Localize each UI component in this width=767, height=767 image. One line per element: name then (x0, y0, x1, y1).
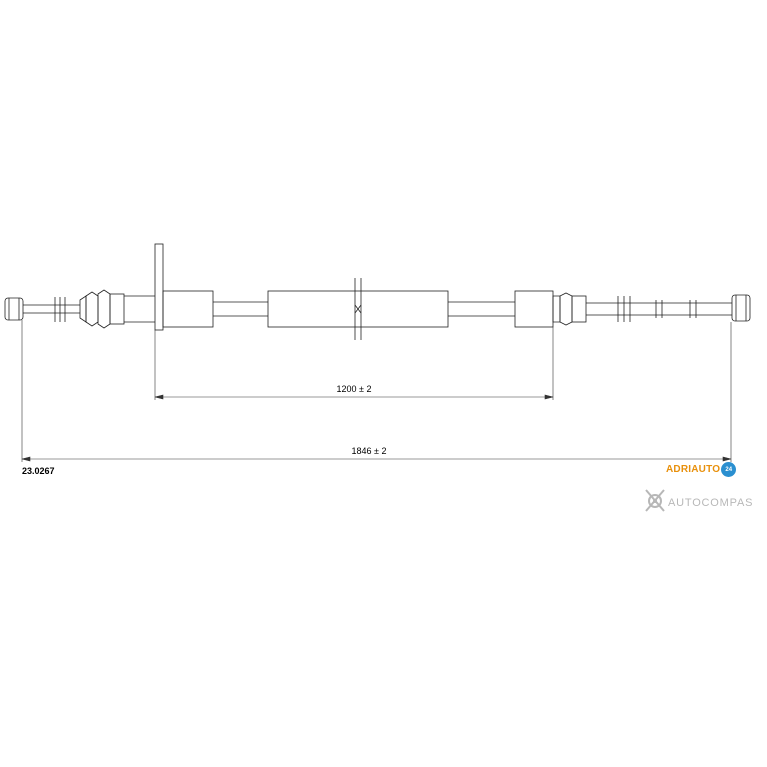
extension-lines (21, 320, 732, 462)
overall-dimension-label: 1846 ± 2 (352, 446, 387, 456)
part-number: 23.0267 (22, 466, 55, 476)
inner-dimension-line (154, 394, 554, 400)
left-end-fitting (4, 297, 24, 321)
left-sheath-end (162, 290, 214, 328)
brand-badge: 24 (721, 462, 737, 477)
watermark: AUTOCOMPAS (643, 487, 753, 513)
brand-name: ADRIAUTO (666, 464, 721, 475)
right-end-fitting (731, 294, 751, 322)
watermark-text: AUTOCOMPAS (668, 497, 754, 509)
outer-sheath (213, 301, 515, 317)
center-sleeve (267, 278, 449, 340)
mounting-flange (124, 243, 164, 331)
overall-dimension-line (21, 456, 732, 462)
wrench-gear-icon (645, 489, 665, 512)
right-sheath-end (514, 290, 554, 328)
right-adjuster (552, 292, 587, 326)
left-wire (23, 297, 80, 322)
brand-logo: ADRIAUTO 24 (666, 462, 737, 477)
inner-dimension-label: 1200 ± 2 (337, 384, 372, 394)
right-wire (586, 296, 732, 322)
left-adjuster (79, 289, 125, 329)
